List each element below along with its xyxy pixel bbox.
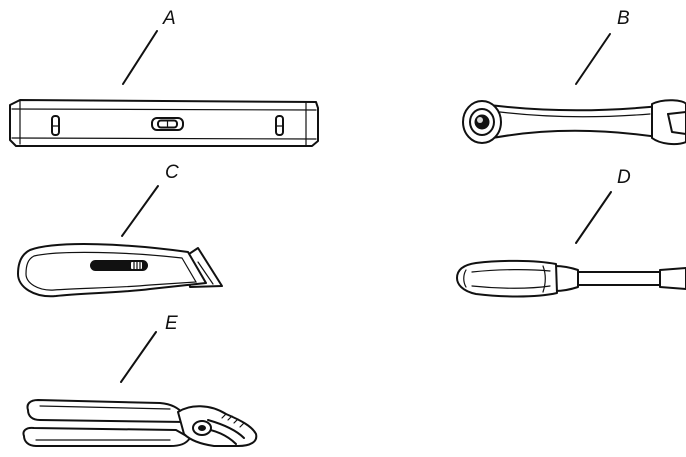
label-c: C [165,162,179,183]
tool-level: A [9,8,319,147]
tool-pliers: E [22,313,258,447]
leader-line-c [121,185,159,237]
label-a: A [162,8,176,29]
leader-line-a [122,30,158,85]
leader-line-d [575,191,612,244]
label-b: B [617,8,630,29]
tongue-and-groove-pliers-icon [22,399,258,447]
combination-wrench-icon [462,99,686,146]
tool-knife: C [17,162,223,298]
label-e: E [165,313,178,334]
spirit-level-icon [9,99,319,147]
screwdriver-icon [456,259,686,298]
leader-line-e [120,331,157,383]
leader-line-b [575,33,611,85]
utility-knife-icon [17,243,223,298]
tool-wrench: B [462,8,686,146]
label-d: D [617,167,631,188]
tool-screwdriver: D [456,167,686,298]
